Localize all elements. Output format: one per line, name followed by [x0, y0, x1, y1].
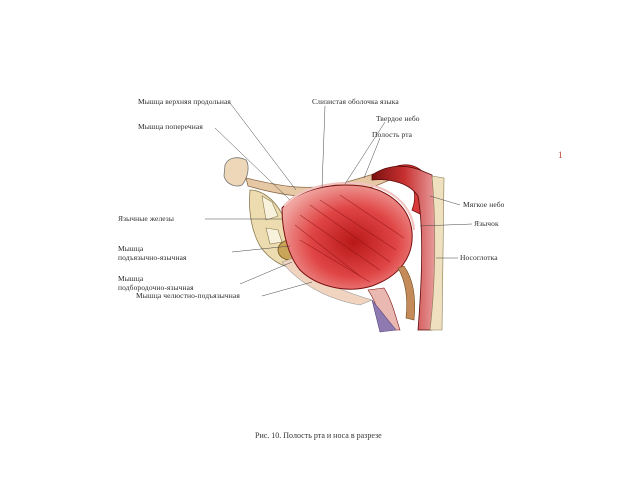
muscle-fiber	[319, 199, 397, 251]
leader-line	[214, 127, 291, 201]
tooth-shape	[265, 227, 283, 245]
muscle-fiber	[309, 204, 391, 263]
label-uvula: Язычок	[474, 219, 499, 228]
leader-line	[261, 281, 313, 297]
label-tongue-mucosa: Слизистая оболочка языка	[312, 97, 399, 106]
trachea-shape	[371, 299, 397, 333]
label-soft-palate: Мягкое небо	[463, 200, 505, 209]
leader-line	[363, 137, 381, 179]
label-line: подбородочно-язычная	[118, 282, 194, 292]
label-mylohyoid-muscle: Мышца челюстно-подъязычная	[136, 291, 240, 300]
figure-caption: Рис. 10. Полость рта и носа в разрезе	[255, 431, 382, 440]
epiglottis-shape	[397, 265, 415, 321]
leader-line	[429, 195, 461, 206]
label-line: Мышца	[118, 274, 144, 283]
muscle-fiber	[294, 224, 361, 277]
larynx-shape	[367, 287, 401, 331]
label-genioglossus-muscle: Мышца подбородочно-язычная	[118, 274, 194, 292]
label-line: Мышца	[118, 244, 144, 253]
tongue-mucosa	[283, 181, 416, 231]
leader-line	[231, 245, 291, 253]
muscle-fiber	[339, 194, 405, 239]
label-hard-palate: Твердое небо	[376, 114, 420, 123]
lip-shape	[223, 157, 249, 187]
leader-line	[321, 105, 326, 189]
tongue-shape	[281, 184, 413, 290]
leader-line	[229, 102, 297, 191]
leader-line	[344, 121, 386, 185]
spine-shape	[429, 175, 445, 331]
label-upper-longitudinal-muscle: Мышца верхняя продольная	[138, 97, 231, 106]
leader-line	[419, 223, 473, 227]
label-lingual-glands: Язычные железы	[118, 214, 175, 223]
label-hyoglossus-muscle: Мышца подъязычно-язычная	[118, 244, 187, 262]
leader-line	[239, 261, 293, 285]
label-transverse-muscle: Мышца поперечная	[138, 122, 203, 131]
muscle-fiber	[299, 214, 381, 271]
label-nasopharynx: Носоглотка	[460, 253, 498, 262]
label-line: подъязычно-язычная	[118, 252, 187, 262]
label-oral-cavity: Полость рта	[372, 130, 413, 139]
tooth-shape	[261, 195, 279, 221]
page-mark: 1	[558, 150, 563, 160]
